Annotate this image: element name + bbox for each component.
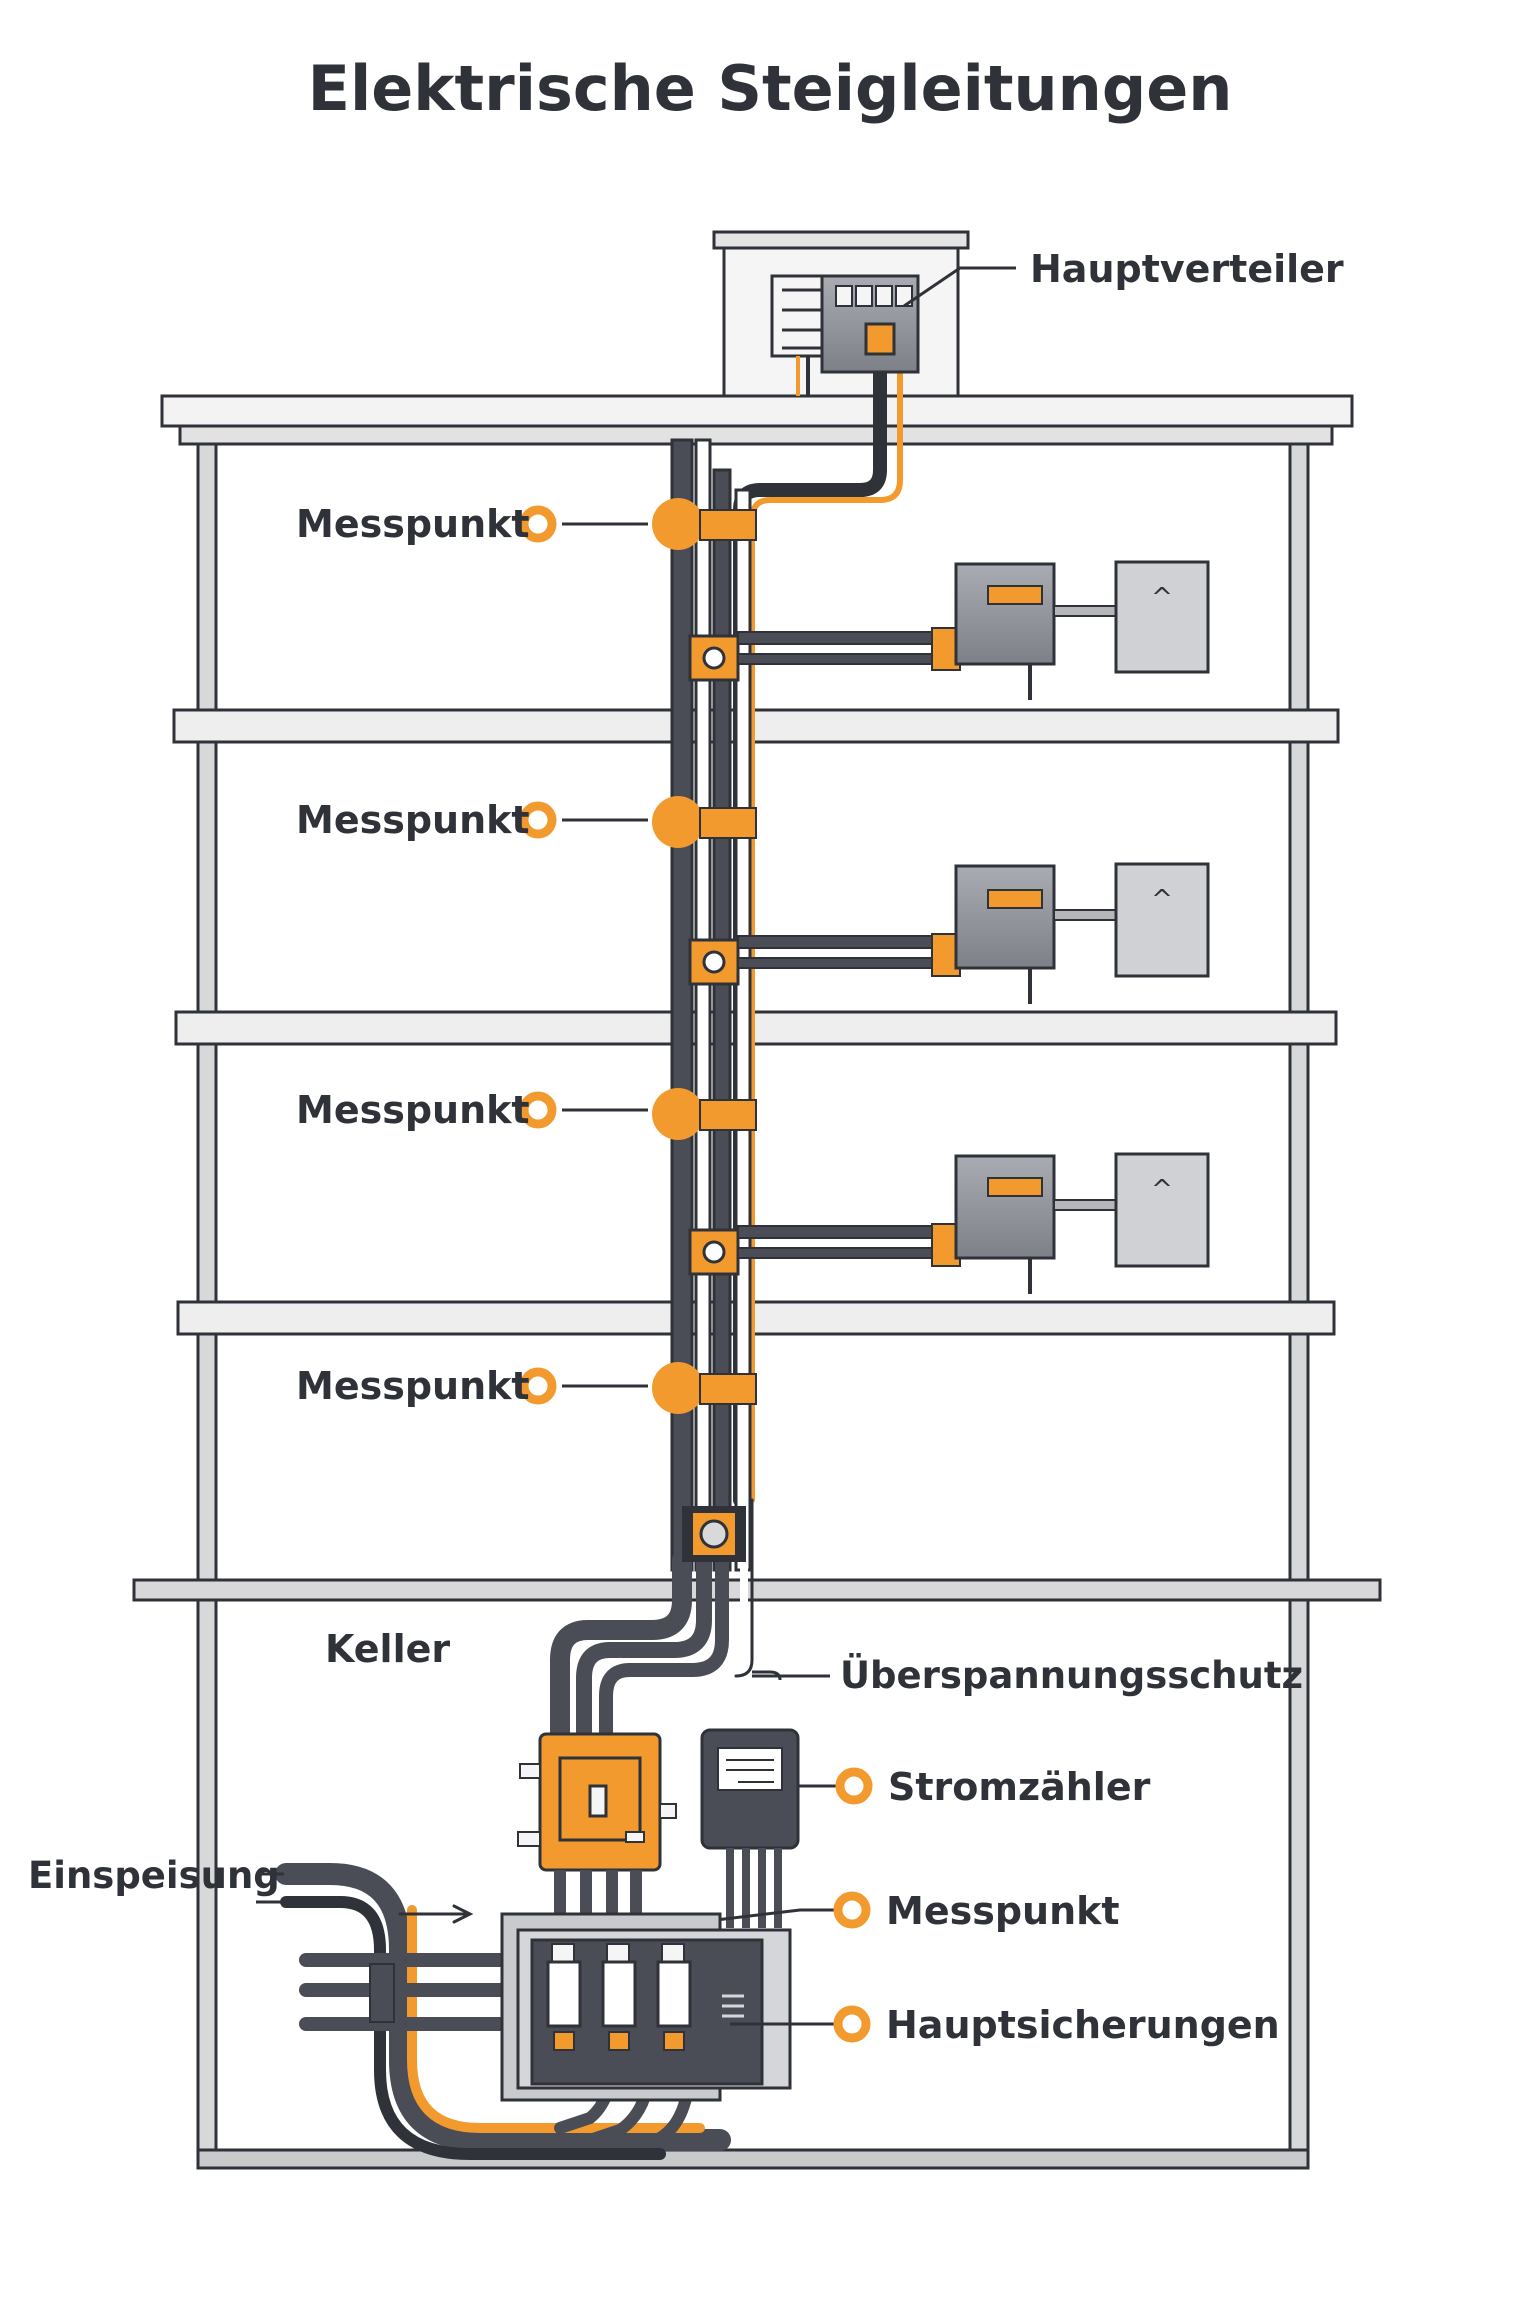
socket-glyph: ^	[1151, 885, 1173, 915]
hauptsicherungen-dot-icon	[833, 2005, 871, 2043]
hauptsicherungen-label: Hauptsicherungen	[886, 2003, 1280, 2047]
stromzaehler-dot-icon	[835, 1767, 873, 1805]
floor-branch-3: ^	[688, 1152, 1210, 1294]
cable-clamp-icon	[369, 1963, 395, 2023]
hauptsicherungen-box	[500, 1912, 792, 2102]
sub-panel-icon	[954, 562, 1056, 666]
floor-slab-2	[174, 1010, 1338, 1046]
hauptverteiler-leader	[903, 266, 1016, 308]
messpunkt-marker-icon	[652, 796, 704, 848]
stromzaehler-label: Stromzähler	[888, 1765, 1151, 1809]
messpunkt-floor-4: Messpunkt	[296, 1362, 757, 1414]
einspeisung-label: Einspeisung	[28, 1854, 280, 1897]
socket-outlet-icon	[1114, 862, 1210, 978]
floor-slab-4	[132, 1578, 1382, 1602]
floor-slab-1	[172, 708, 1340, 744]
riser-cables	[550, 363, 903, 1745]
hauptverteiler-panel	[770, 274, 920, 396]
messpunkt-dot-icon	[519, 1367, 557, 1405]
floor-slab-3	[176, 1300, 1336, 1336]
floor-branch-2: ^	[688, 862, 1210, 1004]
stromzaehler-meter-icon	[700, 1728, 800, 1928]
messpunkt-dot-icon	[519, 801, 557, 839]
sub-panel-icon	[954, 1154, 1056, 1260]
messpunkt-marker-icon	[652, 498, 704, 550]
messpunkt-label: Messpunkt	[296, 1088, 530, 1132]
messpunkt-floor-2: Messpunkt	[296, 796, 757, 848]
fuse-2-icon	[601, 1943, 637, 2051]
messpunkt-marker-icon	[652, 1362, 704, 1414]
ueberspannungsschutz-label: Überspannungsschutz	[840, 1653, 1303, 1697]
messpunkt-label: Messpunkt	[296, 1364, 530, 1408]
ueberspannungsschutz-device	[517, 1732, 677, 1916]
hauptverteiler-label: Hauptverteiler	[1030, 247, 1344, 291]
roof-slab	[160, 394, 1354, 428]
messpunkt-dot-icon	[519, 1091, 557, 1129]
messpunkt-floor-1: Messpunkt	[296, 498, 757, 550]
riser-base-junction	[682, 1506, 746, 1562]
messpunkt-dot-icon	[519, 505, 557, 543]
messpunkt-keller-dot-icon	[833, 1891, 871, 1929]
fuse-3-icon	[656, 1943, 692, 2051]
socket-glyph: ^	[1151, 583, 1173, 613]
socket-glyph: ^	[1151, 1175, 1173, 1205]
messpunkt-label: Messpunkt	[296, 502, 530, 546]
messpunkt-floor-3: Messpunkt	[296, 1088, 757, 1140]
socket-outlet-icon	[1114, 1152, 1210, 1268]
messpunkt-marker-icon	[652, 1088, 704, 1140]
socket-outlet-icon	[1114, 560, 1210, 674]
keller-label: Keller	[325, 1627, 450, 1671]
messpunkt-keller-label: Messpunkt	[886, 1889, 1120, 1933]
messpunkt-label: Messpunkt	[296, 798, 530, 842]
floor-branch-1: ^	[688, 560, 1210, 700]
fuse-1-icon	[546, 1943, 582, 2051]
sub-panel-icon	[954, 864, 1056, 970]
diagram-title: Elektrische Steigleitungen	[308, 52, 1233, 125]
building-frame	[132, 230, 1382, 2170]
